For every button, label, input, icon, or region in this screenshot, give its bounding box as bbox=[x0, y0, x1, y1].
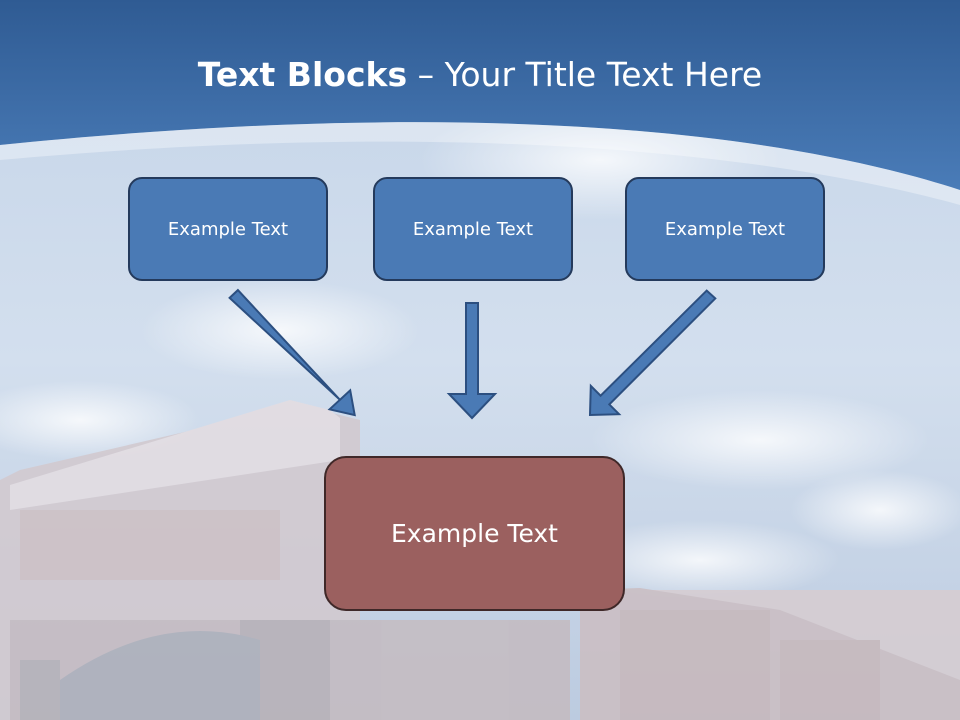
text-box-right: Example Text bbox=[625, 177, 825, 281]
arrow-center bbox=[446, 302, 498, 420]
title-bold: Text Blocks bbox=[197, 55, 408, 94]
title-rest: Your Title Text Here bbox=[444, 55, 763, 94]
text-box-left-label: Example Text bbox=[167, 218, 289, 240]
header-swoosh bbox=[0, 122, 960, 205]
text-box-center-label: Example Text bbox=[412, 218, 534, 240]
header-band bbox=[0, 0, 960, 190]
text-box-left: Example Text bbox=[128, 177, 328, 281]
slide-title: Text Blocks – Your Title Text Here bbox=[0, 52, 960, 98]
text-box-target: Example Text bbox=[324, 456, 625, 611]
text-box-target-label: Example Text bbox=[391, 519, 558, 548]
building bbox=[0, 400, 960, 720]
title-dash: – bbox=[407, 55, 445, 94]
text-box-center: Example Text bbox=[373, 177, 573, 281]
arrow-left bbox=[228, 288, 356, 417]
arrow-right bbox=[588, 289, 717, 417]
text-box-right-label: Example Text bbox=[664, 218, 786, 240]
